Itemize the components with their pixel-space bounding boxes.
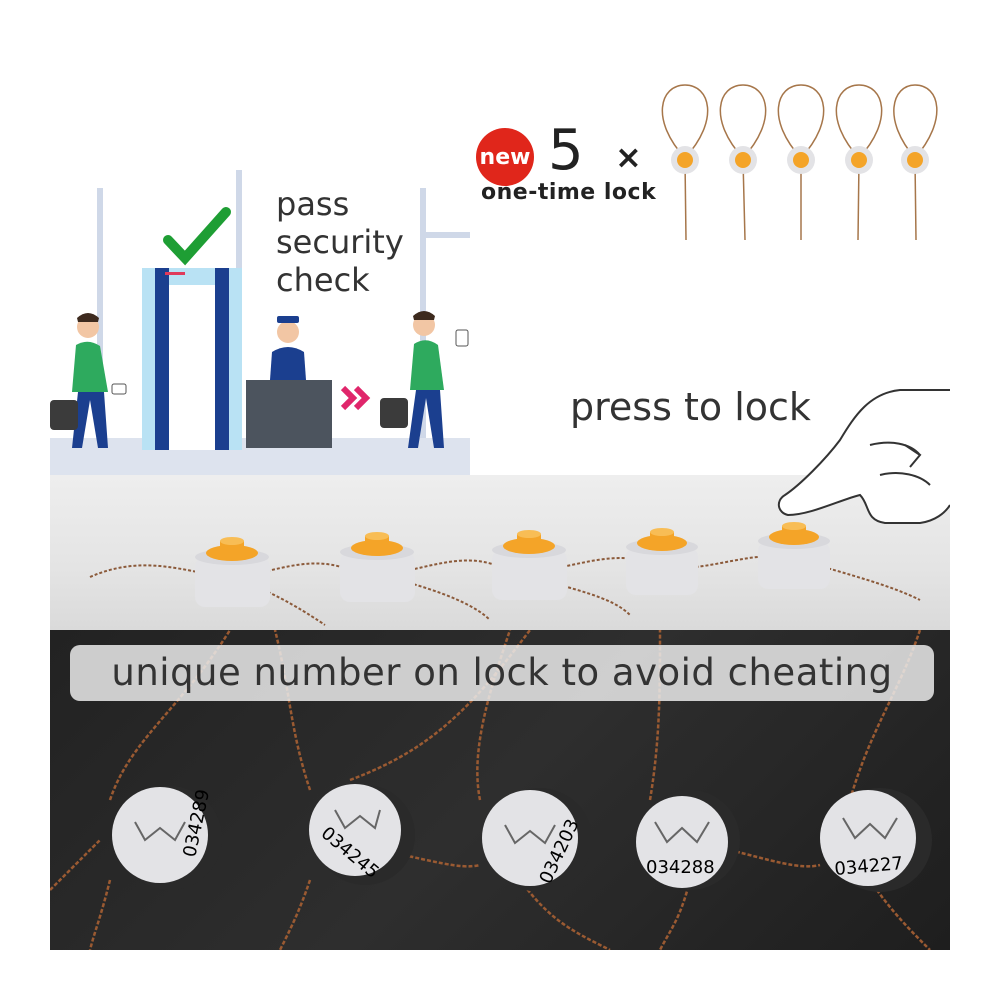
lock-count: 5 (548, 118, 584, 183)
caption-banner (70, 645, 934, 701)
check-icon (163, 207, 231, 266)
loop-lock (893, 84, 938, 241)
security-illustration (50, 170, 470, 475)
guard-cap (277, 316, 299, 323)
security-word: security (276, 223, 404, 261)
gate-pillar-left (155, 268, 169, 450)
double-chevron-icon (340, 385, 358, 411)
numbered-lock: 034288 (636, 790, 740, 890)
check-word: check (276, 261, 370, 299)
gate-light (165, 272, 185, 275)
lock-number: 034288 (646, 857, 715, 878)
loop-lock (661, 84, 709, 241)
pole (97, 188, 103, 448)
numbered-lock: 034227 (820, 788, 932, 892)
phone (455, 329, 469, 347)
numbered-lock: 034289 (112, 786, 222, 890)
caption-text: unique number on lock to avoid cheating (111, 651, 893, 694)
press-lock (340, 532, 415, 602)
numbered-locks: 034289 034245 034203 034288 034227 (112, 784, 932, 892)
times-symbol: × (615, 138, 642, 176)
loop-locks (661, 84, 938, 241)
press-locks (89, 522, 921, 626)
guard-desk (246, 380, 332, 448)
hand-pointer-icon (777, 389, 950, 524)
pass-word: pass (276, 185, 350, 223)
numbered-lock: 034203 (482, 788, 592, 892)
phone (111, 383, 127, 395)
loop-lock (777, 84, 825, 240)
person-right-body (410, 340, 444, 390)
guard-body (270, 347, 306, 380)
guard-head (277, 321, 299, 343)
briefcase (380, 398, 408, 428)
press-lock (626, 528, 698, 595)
press-lock (758, 522, 830, 589)
gate-pillar-right (215, 268, 229, 450)
press-to-lock-text: press to lock (570, 385, 811, 429)
pole-arm (420, 232, 470, 238)
briefcase (50, 400, 78, 430)
loop-lock (719, 84, 767, 241)
numbered-lock: 034245 (309, 784, 415, 885)
gate-opening (169, 285, 215, 450)
pass-security-check-text: pass security check (276, 185, 404, 299)
new-badge: new (476, 128, 534, 186)
press-lock (492, 530, 567, 600)
pole (236, 170, 242, 280)
product-label: one-time lock (481, 180, 657, 205)
loop-lock (835, 84, 883, 241)
press-lock (195, 537, 270, 607)
person-left-body (72, 341, 108, 392)
